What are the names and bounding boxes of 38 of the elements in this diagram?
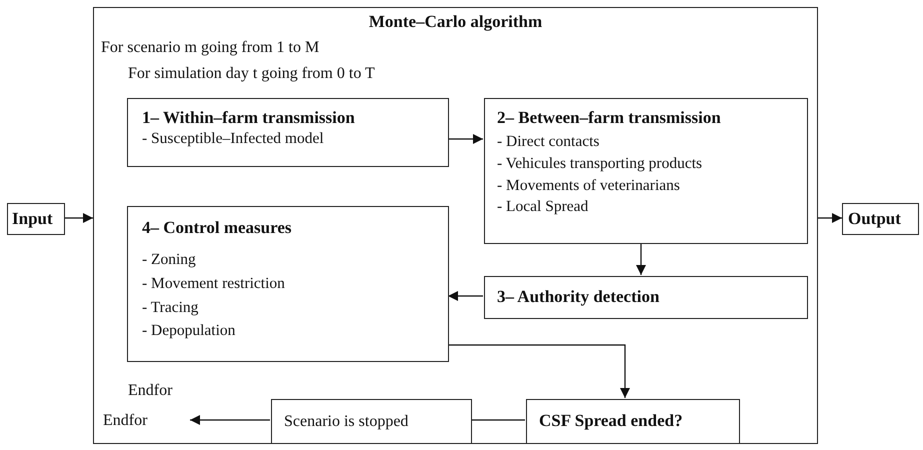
arrow bbox=[818, 213, 842, 223]
process-box bbox=[526, 399, 740, 444]
arrow bbox=[448, 134, 483, 144]
frame-title: Monte–Carlo algorithm bbox=[368, 12, 542, 32]
list-item: - Direct contacts bbox=[497, 133, 600, 152]
process-box bbox=[127, 98, 449, 167]
box-title: Output bbox=[848, 208, 901, 230]
box-title: 4– Control measures bbox=[142, 218, 292, 238]
process-box bbox=[271, 399, 472, 444]
list-item: - Tracing bbox=[142, 298, 198, 318]
arrow bbox=[448, 344, 630, 398]
loop-label: For scenario m going from 1 to M bbox=[101, 39, 320, 57]
arrow bbox=[448, 291, 483, 301]
box-title: 2– Between–farm transmission bbox=[497, 108, 721, 128]
arrow bbox=[65, 213, 93, 223]
arrow bbox=[636, 243, 646, 275]
loop-label: For simulation day t going from 0 to T bbox=[128, 65, 375, 83]
list-item: - Depopulation bbox=[142, 322, 236, 341]
loop-label: Endfor bbox=[128, 382, 172, 400]
box-title: Scenario is stopped bbox=[284, 412, 408, 432]
loop-label: Endfor bbox=[103, 412, 148, 430]
process-box bbox=[127, 206, 449, 362]
list-item: - Zoning bbox=[142, 251, 196, 270]
list-item: - Movements of veterinarians bbox=[497, 176, 680, 196]
list-item: - Vehicules transporting products bbox=[497, 154, 702, 174]
process-box bbox=[484, 98, 808, 244]
box-title: Input bbox=[12, 208, 53, 230]
list-item: - Movement restriction bbox=[142, 274, 285, 294]
process-box bbox=[842, 203, 919, 235]
process-box bbox=[7, 203, 65, 235]
process-box bbox=[484, 276, 808, 319]
arrow bbox=[190, 415, 270, 425]
box-title: 3– Authority detection bbox=[497, 287, 660, 308]
list-item: - Susceptible–Infected model bbox=[142, 130, 324, 149]
box-title: 1– Within–farm transmission bbox=[142, 108, 355, 128]
box-title: CSF Spread ended? bbox=[539, 411, 683, 432]
list-item: - Local Spread bbox=[497, 198, 588, 217]
algorithm-frame bbox=[93, 7, 818, 444]
